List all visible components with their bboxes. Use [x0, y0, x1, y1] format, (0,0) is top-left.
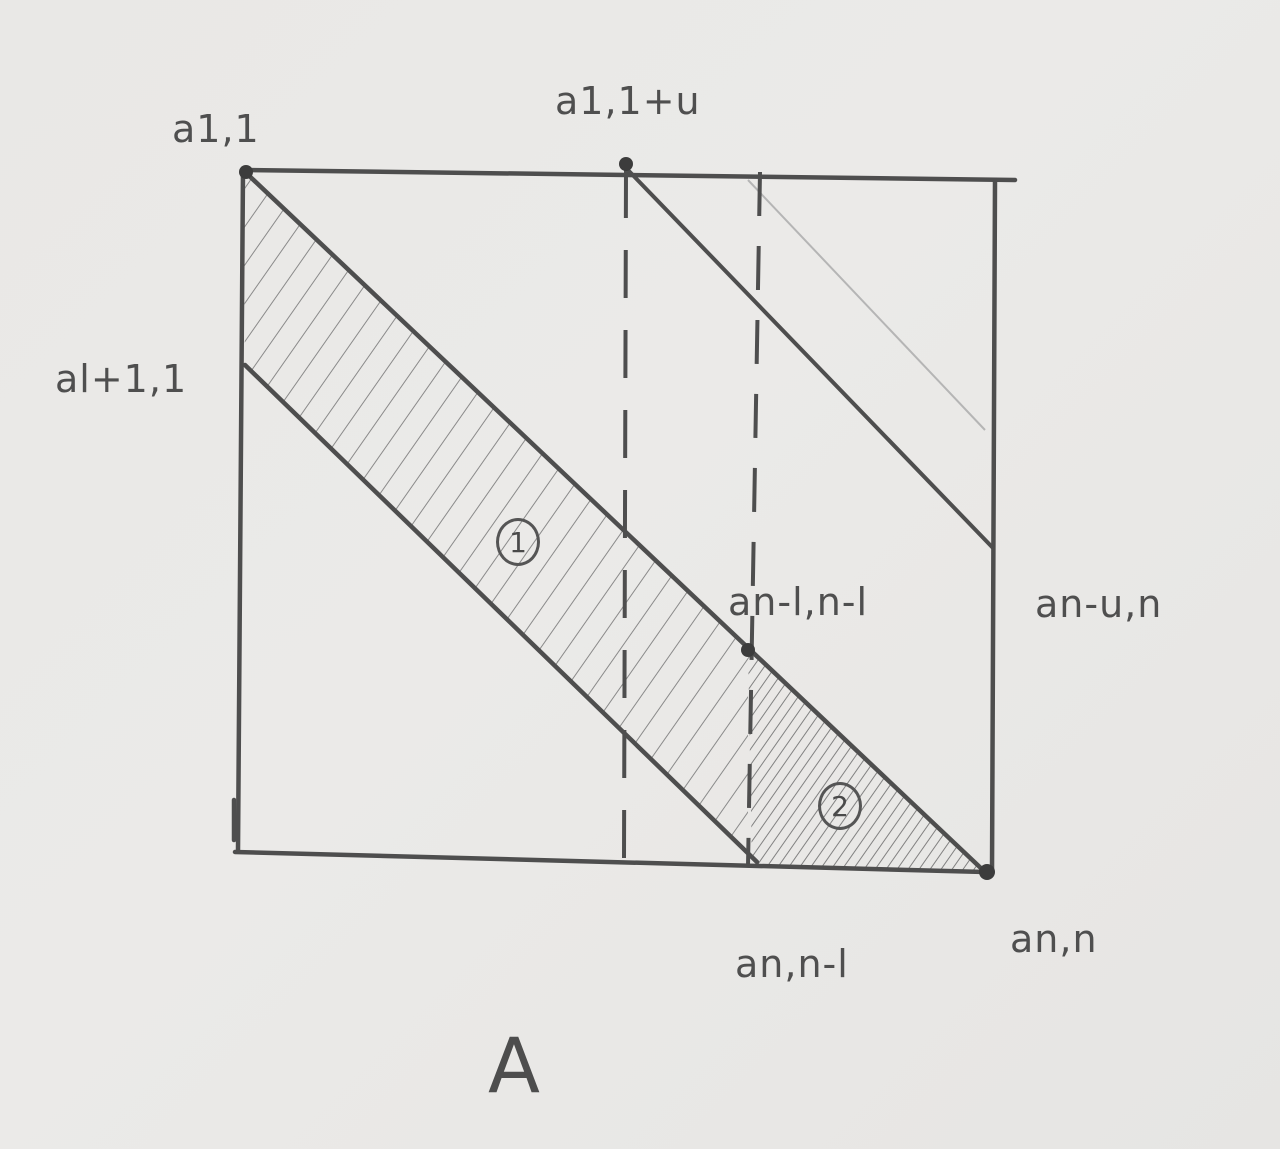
- matrix-name-label: A: [488, 1021, 540, 1110]
- dashed-column-line-1: [622, 169, 628, 859]
- point-anl-nl: [741, 643, 755, 657]
- dashed-column-line-2: [746, 171, 762, 867]
- region-one-marker: 1: [496, 518, 540, 566]
- upper-band-line: [624, 166, 995, 550]
- lower-band-line: [242, 362, 760, 865]
- point-ann: [979, 864, 995, 880]
- label-anl-nl: an-l,n-l: [728, 580, 869, 624]
- label-al1-1: al+1,1: [55, 357, 188, 401]
- point-a1-1u: [619, 157, 633, 171]
- label-a1-1plusu: a1,1+u: [555, 79, 701, 123]
- label-an-nl: an,n-l: [735, 942, 849, 986]
- main-diagonal-line: [240, 167, 988, 875]
- region-one-hatch: [243, 170, 757, 862]
- label-anu-n: an-u,n: [1035, 582, 1163, 626]
- label-a11: a1,1: [172, 107, 260, 151]
- faint-guide-line: [747, 179, 986, 431]
- point-a11: [239, 165, 253, 179]
- matrix-frame: [231, 167, 1018, 875]
- region-two-marker: 2: [818, 782, 862, 830]
- label-an-n: an,n: [1010, 917, 1098, 961]
